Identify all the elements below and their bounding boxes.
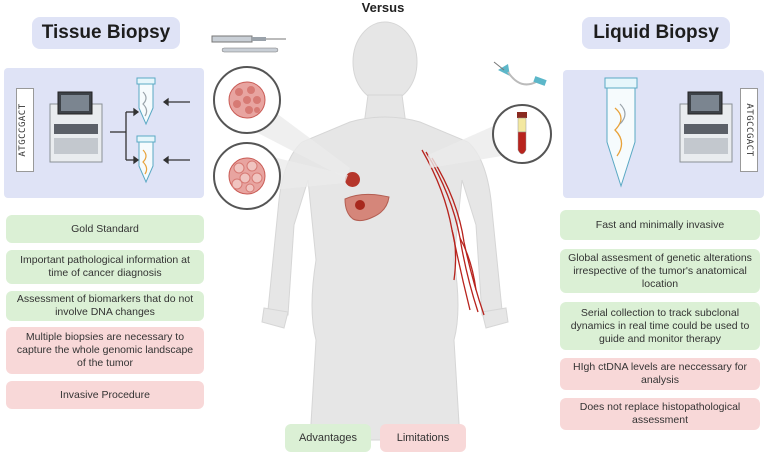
- liquid-limitation-box: HIgh ctDNA levels are neccessary for ana…: [560, 358, 760, 390]
- liquid-advantage-box: Serial collection to track subclonal dyn…: [560, 302, 760, 350]
- legend-limitations: Limitations: [380, 424, 466, 452]
- sequencer-icon: [679, 91, 733, 163]
- liver-icon: [344, 193, 390, 222]
- blood-tube-icon: [517, 112, 527, 155]
- legend-advantages: Advantages: [285, 424, 371, 452]
- liquid-advantage-box: Global assesment of genetic alterations …: [560, 249, 760, 293]
- tissue-advantage-box: Assessment of biomarkers that do not inv…: [6, 291, 204, 321]
- tissue-advantage-box: Gold Standard: [6, 215, 204, 243]
- tissue-workflow-panel: [4, 68, 204, 198]
- dna-sequence-strip: [16, 88, 34, 172]
- sample-tube-icon: [604, 77, 638, 188]
- tumor-nodule: [345, 172, 360, 187]
- liquid-advantage-box: Fast and minimally invasive: [560, 210, 760, 240]
- sequencer-icon: [49, 91, 103, 163]
- tissue-limitation-box: Invasive Procedure: [6, 381, 204, 409]
- tissue-limitation-box: Multiple biopsies are necessary to captu…: [6, 327, 204, 374]
- tumor-cells-icon: [228, 81, 266, 119]
- tumor-cells-icon: [228, 157, 266, 195]
- dna-sequence-strip: [740, 88, 758, 172]
- biopsy-needle-icon: [211, 35, 286, 53]
- liquid-limitation-box: Does not replace histopathological asses…: [560, 398, 760, 430]
- arm-blood-vessels: [421, 149, 485, 316]
- sample-tube-icon: [136, 135, 156, 184]
- blood-draw-needle-icon: [493, 61, 547, 86]
- sample-tube-icon: [136, 77, 156, 126]
- versus-label: Versus: [361, 0, 405, 15]
- human-silhouette: [261, 21, 509, 441]
- liquid-biopsy-title: Liquid Biopsy: [582, 17, 730, 49]
- tissue-biopsy-title: Tissue Biopsy: [32, 17, 180, 49]
- dna-sequence-text: ATGCCGACT: [744, 103, 754, 157]
- tissue-advantage-box: Important pathological information at ti…: [6, 250, 204, 284]
